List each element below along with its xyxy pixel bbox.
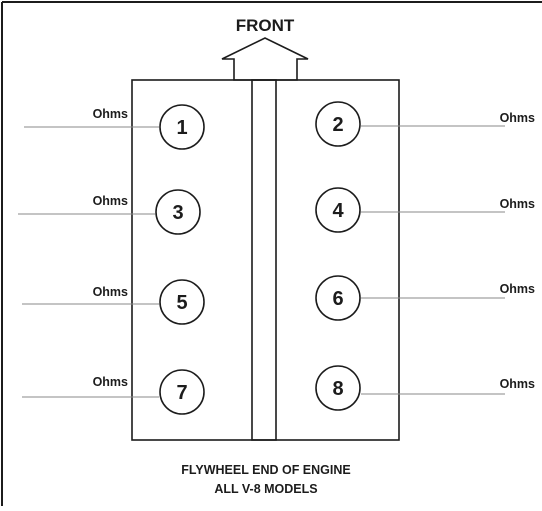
ohms-label-cylinder-3: Ohms — [93, 194, 128, 208]
cylinder-5-number: 5 — [176, 292, 187, 314]
cylinder-1-circle — [159, 104, 205, 150]
cylinder-4-number: 4 — [332, 200, 344, 222]
cylinder-3-number: 3 — [172, 202, 183, 224]
cylinder-8-number: 8 — [332, 378, 343, 400]
cylinder-8-circle — [315, 365, 361, 411]
cylinder-3-circle — [155, 189, 201, 235]
footer-line-2: ALL V-8 MODELS — [214, 482, 317, 496]
ohms-label-cylinder-1: Ohms — [93, 107, 128, 121]
footer-line-1: FLYWHEEL END OF ENGINE — [181, 463, 350, 477]
ohms-label-cylinder-5: Ohms — [93, 285, 128, 299]
ohms-label-cylinder-7: Ohms — [93, 375, 128, 389]
ohms-label-cylinder-8: Ohms — [500, 377, 535, 391]
cylinder-5-circle — [159, 279, 205, 325]
ohms-label-cylinder-6: Ohms — [500, 282, 535, 296]
cylinder-4-circle — [315, 187, 361, 233]
front-label: FRONT — [236, 16, 295, 35]
ohms-label-cylinder-4: Ohms — [500, 197, 535, 211]
cylinder-6-circle — [315, 275, 361, 321]
cylinder-2-circle — [315, 101, 361, 147]
cylinder-2-number: 2 — [332, 114, 343, 136]
engine-center-valley — [251, 79, 277, 441]
cylinder-1-number: 1 — [176, 117, 187, 139]
cylinder-7-number: 7 — [176, 382, 187, 404]
cylinder-6-number: 6 — [332, 288, 343, 310]
ohms-label-cylinder-2: Ohms — [500, 111, 535, 125]
front-arrow-icon — [221, 37, 309, 81]
cylinder-7-circle — [159, 369, 205, 415]
